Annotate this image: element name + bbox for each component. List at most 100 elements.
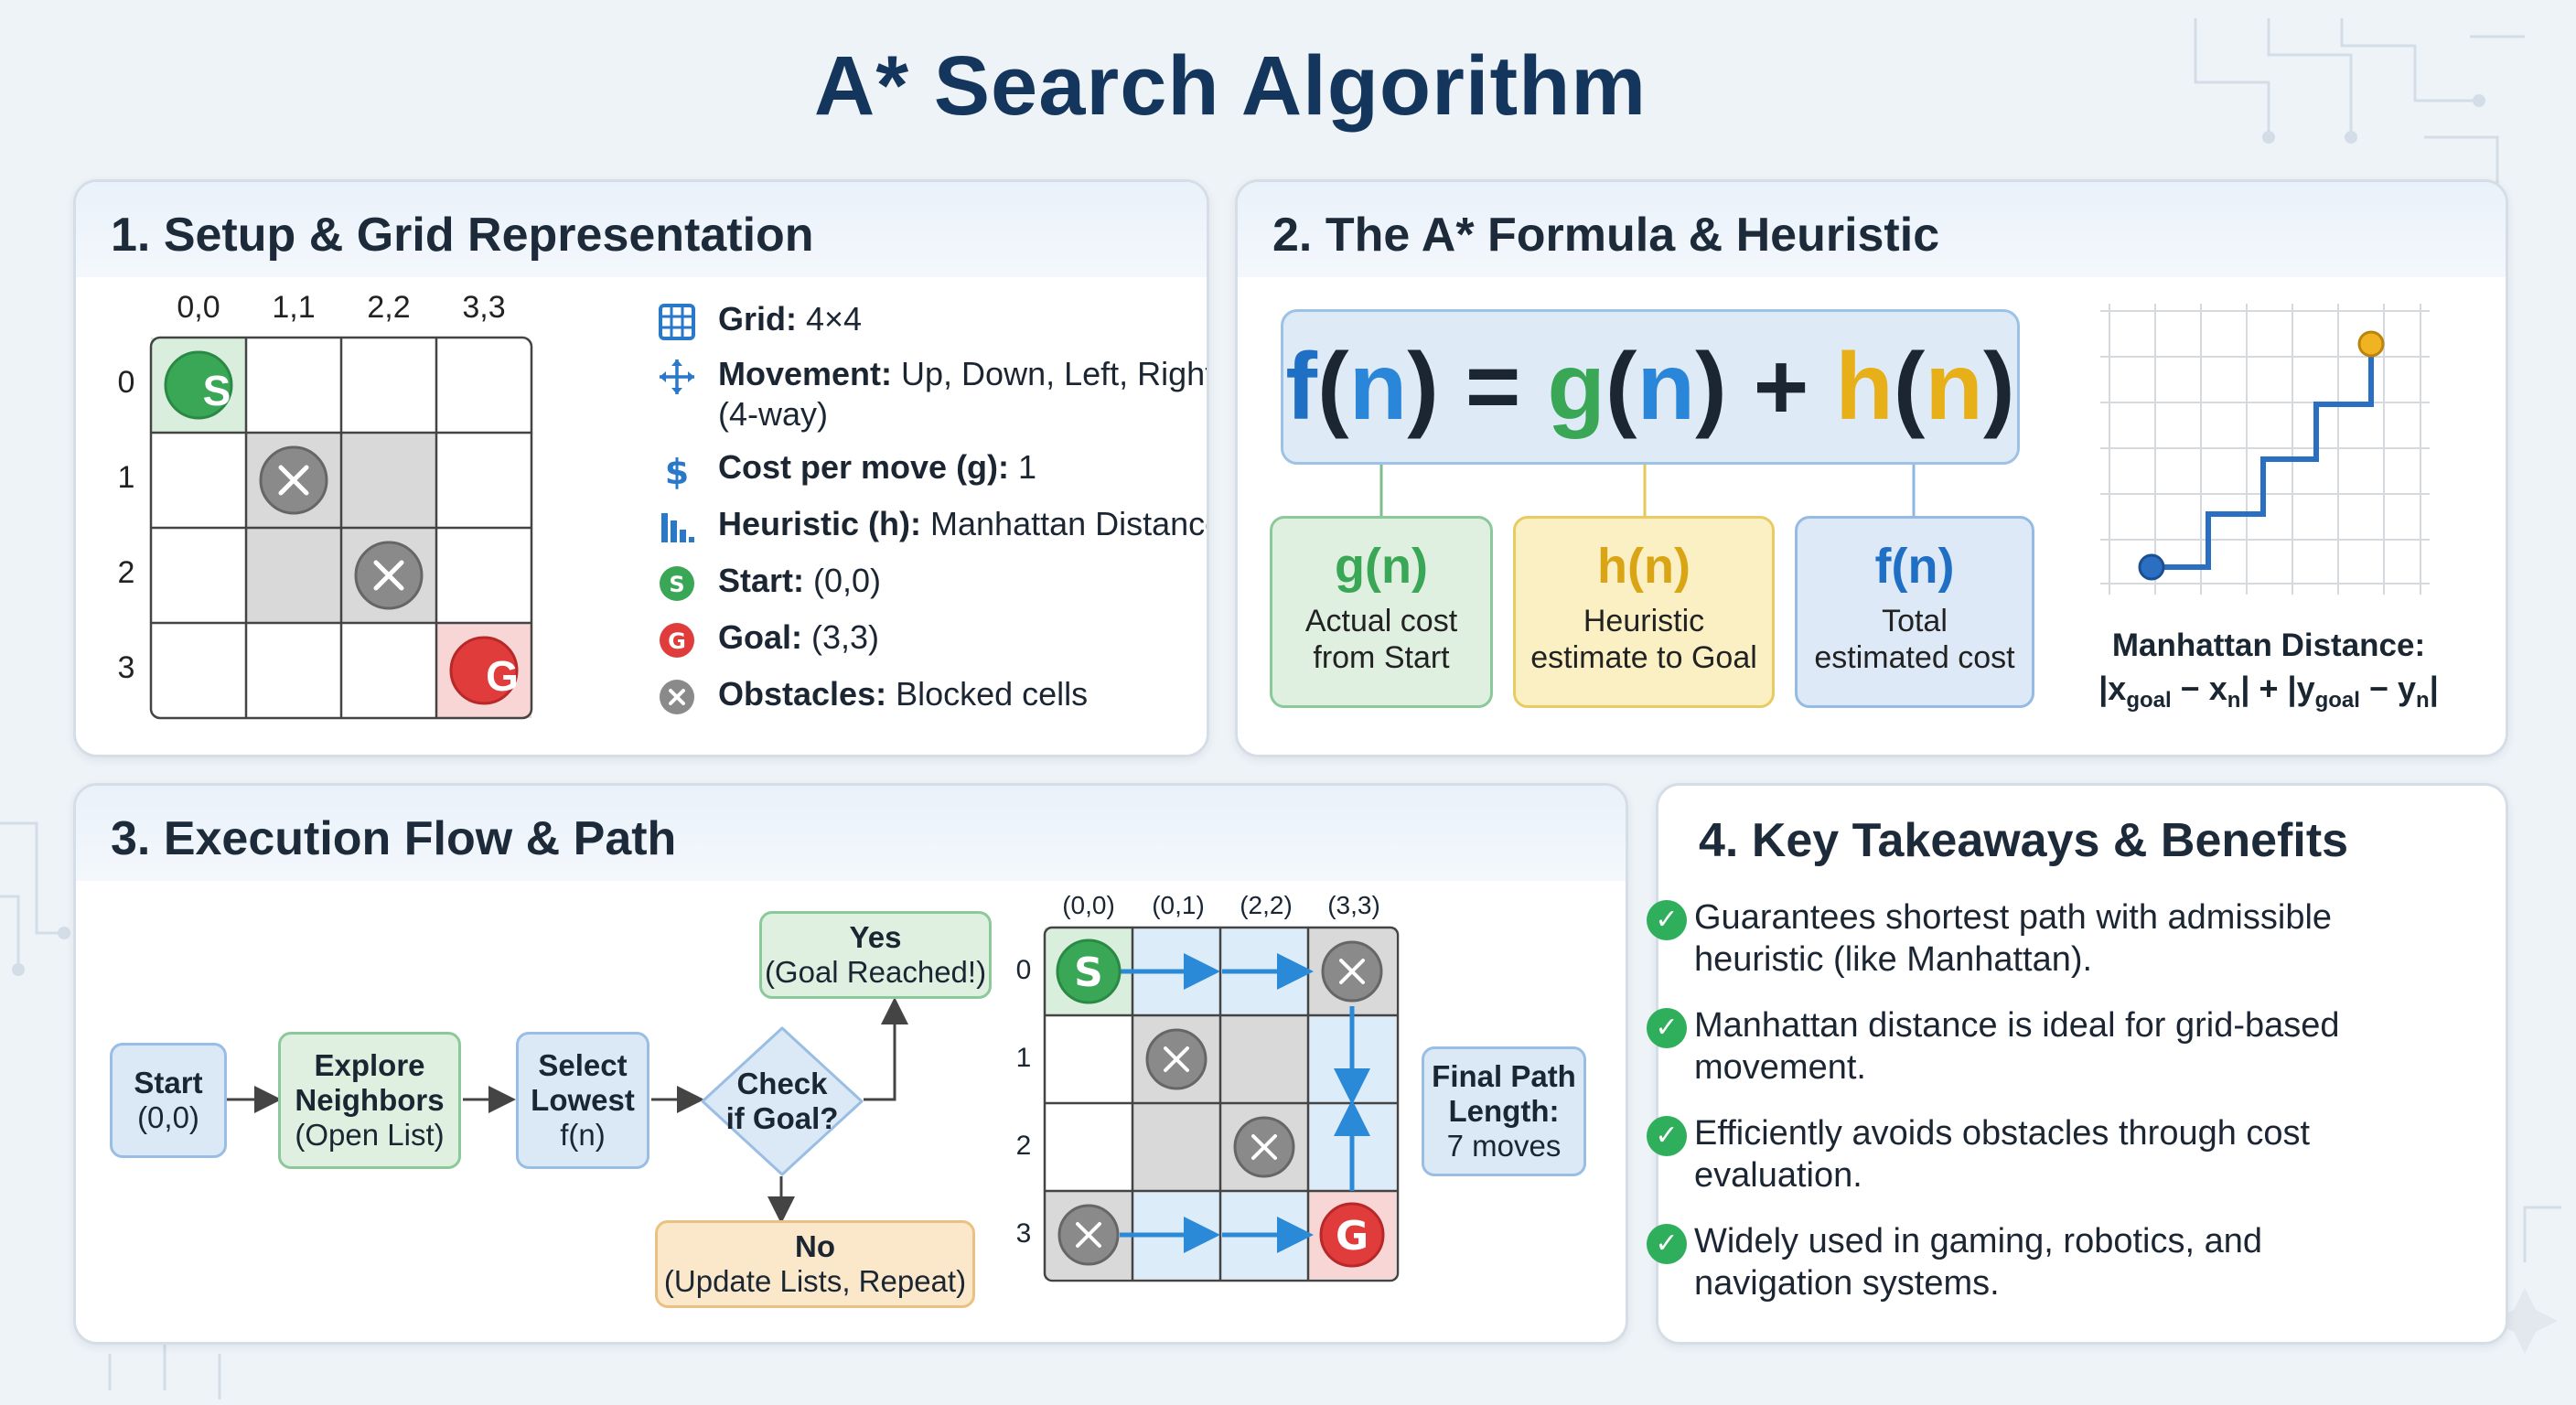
h-box-line: Heuristic bbox=[1583, 604, 1705, 638]
flow-no-node: No(Update Lists, Repeat) bbox=[655, 1220, 975, 1308]
bar-chart-icon bbox=[661, 513, 694, 542]
grid-row-label: 1 bbox=[117, 460, 135, 495]
grid-col-label: 0,0 bbox=[177, 290, 220, 325]
g-box-line: Actual cost bbox=[1304, 604, 1458, 638]
execution-panel-header bbox=[76, 786, 1626, 881]
formula-panel-title: 2. The A* Formula & Heuristic bbox=[1272, 209, 1940, 262]
start-marker bbox=[164, 350, 233, 420]
obstacle-icon bbox=[1233, 1116, 1295, 1178]
path-row-label: 3 bbox=[1015, 1218, 1032, 1249]
flow-arrows bbox=[227, 997, 908, 1224]
takeaways-panel: 4. Key Takeaways & Benefits bbox=[1656, 783, 2508, 1345]
grid-row-label: 3 bbox=[117, 650, 135, 685]
info-value: (0,0) bbox=[804, 562, 882, 599]
obstacle-icon bbox=[1057, 1204, 1120, 1266]
obstacle-icon bbox=[354, 541, 424, 610]
svg-text:S: S bbox=[1074, 949, 1103, 996]
execution-panel-title: 3. Execution Flow & Path bbox=[111, 812, 677, 865]
obstacle-icon bbox=[259, 445, 328, 515]
start-marker-label: S bbox=[202, 367, 231, 414]
path-row-label: 2 bbox=[1015, 1131, 1032, 1161]
takeaway-item: ✓ Guarantees shortest path with admissib… bbox=[1647, 896, 2426, 981]
check-icon: ✓ bbox=[1647, 900, 1687, 940]
svg-text:G: G bbox=[1336, 1213, 1368, 1260]
info-value: Up, Down, Left, Right bbox=[892, 355, 1209, 392]
page-title: A* Search Algorithm bbox=[813, 39, 1648, 133]
setup-panel-header bbox=[76, 182, 1207, 277]
path-col-label: (2,2) bbox=[1240, 891, 1293, 919]
goal-marker bbox=[449, 636, 519, 705]
formula-connectors bbox=[1379, 465, 1916, 516]
formula-paren: ( bbox=[1893, 334, 1926, 440]
check-icon: ✓ bbox=[1647, 1116, 1687, 1156]
manhattan-path bbox=[2152, 344, 2374, 570]
formula-paren: ( bbox=[1317, 334, 1349, 440]
info-value: 1 bbox=[1009, 448, 1037, 486]
formula-paren: ) = bbox=[1407, 334, 1548, 440]
path-goal-marker: G bbox=[1319, 1202, 1385, 1268]
check-icon: ✓ bbox=[1647, 1224, 1687, 1264]
info-value: Blocked cells bbox=[886, 675, 1089, 713]
grid-row-label: 0 bbox=[117, 365, 135, 400]
formula-panel-header bbox=[1238, 182, 2506, 277]
svg-text:S: S bbox=[669, 572, 684, 597]
takeaway-item: ✓ Manhattan distance is ideal for grid-b… bbox=[1647, 1004, 2426, 1089]
info-value: Manhattan Distance bbox=[921, 505, 1209, 542]
info-label: Heuristic (h): bbox=[718, 505, 922, 542]
svg-text:G: G bbox=[668, 628, 686, 654]
info-label: Grid: bbox=[718, 300, 797, 338]
manhattan-start-point bbox=[2138, 553, 2165, 581]
manhattan-goal-point bbox=[2357, 330, 2385, 358]
manhattan-formula: |xgoal − xn| + |ygoal − yn| bbox=[2098, 670, 2439, 713]
setup-grid bbox=[149, 336, 533, 720]
g-box-symbol: g(n) bbox=[1335, 539, 1428, 594]
f-box-line: estimated cost bbox=[1814, 640, 2015, 675]
takeaway-item: ✓ Efficiently avoids obstacles through c… bbox=[1647, 1112, 2426, 1196]
grid-col-label: 2,2 bbox=[367, 290, 411, 325]
grid-col-label: 1,1 bbox=[272, 290, 316, 325]
formula-n: n bbox=[1348, 334, 1408, 440]
path-row-label: 0 bbox=[1015, 955, 1032, 985]
info-label: Movement: bbox=[718, 355, 893, 392]
obstacle-icon bbox=[1145, 1028, 1208, 1090]
svg-text:$: $ bbox=[665, 452, 689, 489]
path-col-label: (0,1) bbox=[1152, 891, 1205, 919]
h-box-line: estimate to Goal bbox=[1530, 640, 1757, 675]
info-value: (3,3) bbox=[802, 618, 880, 656]
flow-check-diamond bbox=[701, 1026, 864, 1176]
check-icon: ✓ bbox=[1647, 1008, 1687, 1048]
start-s-icon: S bbox=[660, 566, 694, 601]
formula-f: f bbox=[1285, 334, 1318, 440]
formula-paren: ) bbox=[1982, 334, 2015, 440]
grid-icon bbox=[659, 304, 695, 340]
formula-main: f(n) = g(n) + h(n) bbox=[1281, 309, 2020, 465]
formula-g: g bbox=[1547, 334, 1605, 440]
goal-g-icon: G bbox=[660, 623, 694, 658]
path-col-label: (3,3) bbox=[1327, 891, 1380, 919]
formula-n: n bbox=[1925, 334, 1983, 440]
setup-panel: 1. Setup & Grid Representation 0,0 1,1 2… bbox=[73, 179, 1209, 757]
info-value-cont: (4-way) bbox=[718, 395, 829, 433]
f-box-symbol: f(n) bbox=[1874, 539, 1955, 594]
dollar-icon: $ bbox=[665, 452, 689, 489]
info-label: Cost per move (g): bbox=[718, 448, 1010, 486]
path-start-marker: S bbox=[1056, 938, 1122, 1004]
move-arrows-icon bbox=[660, 359, 694, 394]
takeaways-panel-title: 4. Key Takeaways & Benefits bbox=[1699, 814, 2349, 867]
info-label: Start: bbox=[718, 562, 805, 599]
flow-start-node: Start(0,0) bbox=[110, 1043, 227, 1158]
path-grid: S G bbox=[1043, 926, 1400, 1282]
sparkle-icon bbox=[2492, 1288, 2558, 1354]
goal-marker-label: G bbox=[486, 652, 519, 700]
formula-paren: ) + bbox=[1695, 334, 1836, 440]
path-col-label: (0,0) bbox=[1062, 891, 1115, 919]
manhattan-label: Manhattan Distance: bbox=[2111, 627, 2426, 663]
